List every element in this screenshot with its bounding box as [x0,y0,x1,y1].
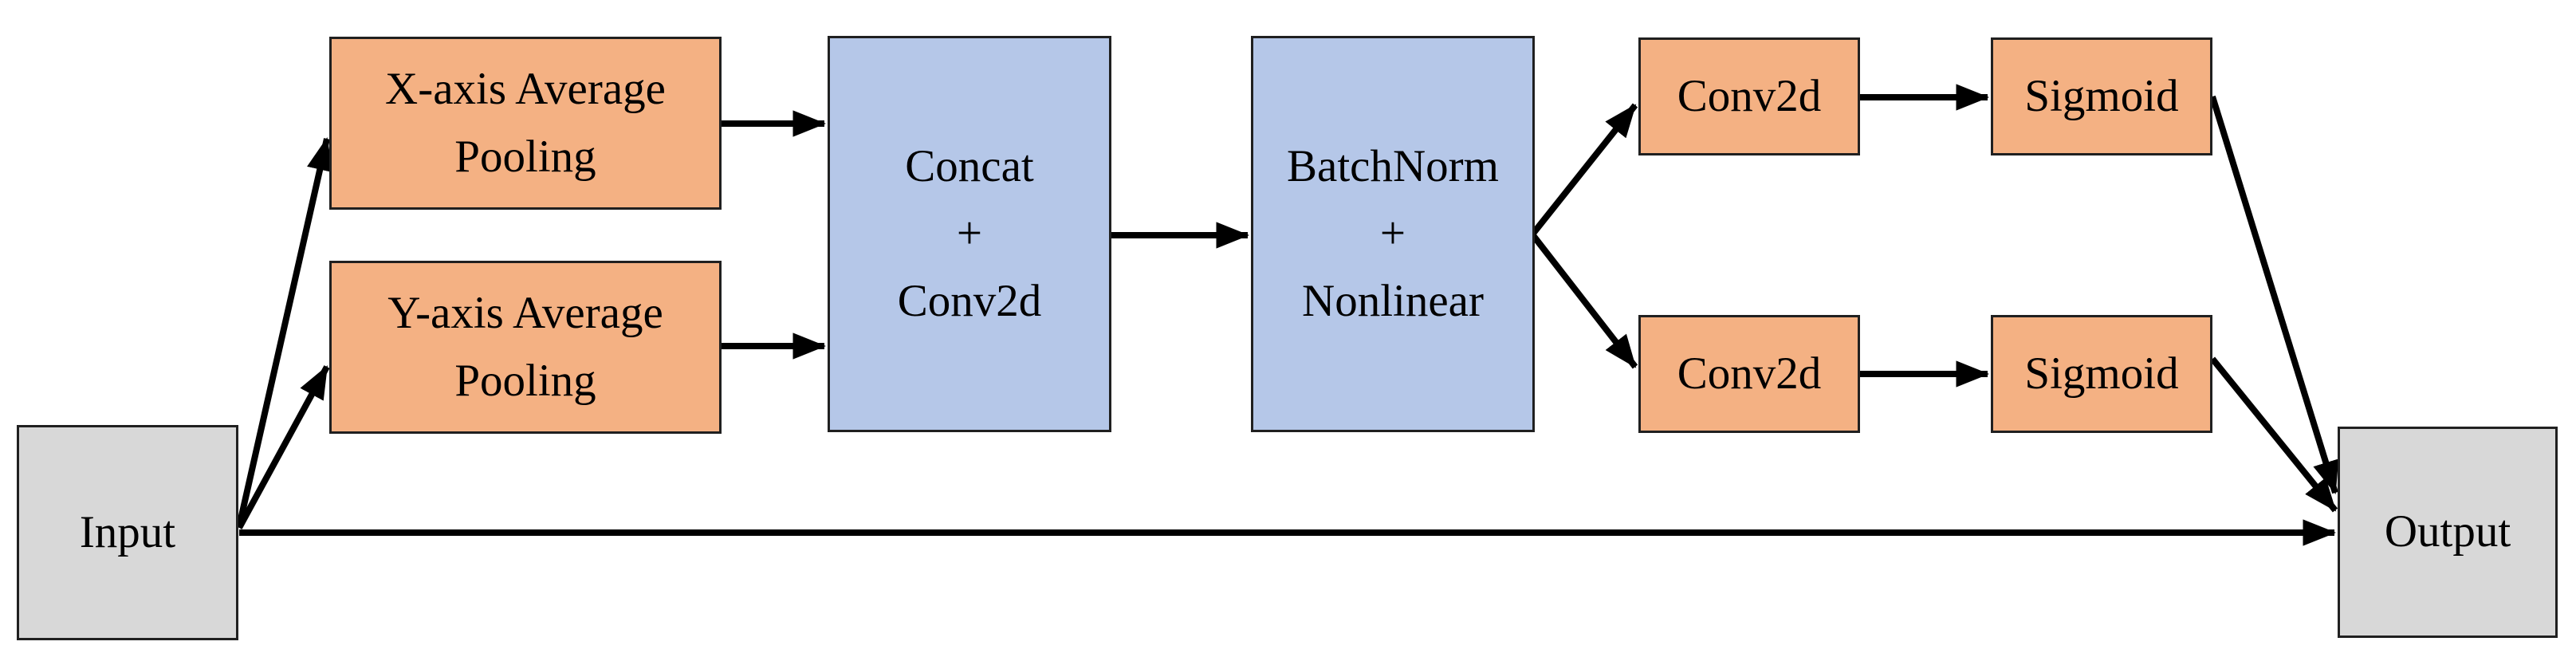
node-conv2d-bottom-label: Conv2d [1677,348,1822,399]
node-batchnorm-nonlinear: BatchNorm + Nonlinear [1251,36,1535,432]
node-x-axis-average-pooling: X-axis Average Pooling [329,37,722,210]
edge-batchnorm-to-conv2d-top-arrow [1529,103,1638,237]
edge-batchnorm-to-conv2d-bottom-arrow [1529,232,1638,369]
node-sigmoid-bottom: Sigmoid [1991,315,2212,433]
node-input-label: Input [79,506,176,557]
node-output: Output [2338,427,2558,638]
node-concat-conv2d-label: Concat + Conv2d [897,140,1042,326]
edge-input-to-ypool-arrow [236,365,330,529]
node-y-axis-average-pooling-label: Y-axis Average Pooling [387,288,663,406]
node-conv2d-top: Conv2d [1638,37,1860,155]
node-y-axis-average-pooling: Y-axis Average Pooling [329,261,722,434]
node-conv2d-top-label: Conv2d [1677,70,1822,121]
edge-sigmoid-bottom-to-output-arrow [2209,356,2338,513]
node-conv2d-bottom: Conv2d [1638,315,1860,433]
node-x-axis-average-pooling-label: X-axis Average Pooling [385,64,666,182]
node-sigmoid-bottom-label: Sigmoid [2024,348,2179,399]
node-sigmoid-top-label: Sigmoid [2024,70,2179,121]
node-sigmoid-top: Sigmoid [1991,37,2212,155]
node-output-label: Output [2384,506,2511,557]
node-input: Input [17,425,238,640]
node-concat-conv2d: Concat + Conv2d [828,36,1111,432]
node-batchnorm-nonlinear-label: BatchNorm + Nonlinear [1287,140,1499,326]
edge-sigmoid-top-to-output-arrow [2209,95,2339,494]
edge-input-to-xpool-arrow [236,136,333,527]
